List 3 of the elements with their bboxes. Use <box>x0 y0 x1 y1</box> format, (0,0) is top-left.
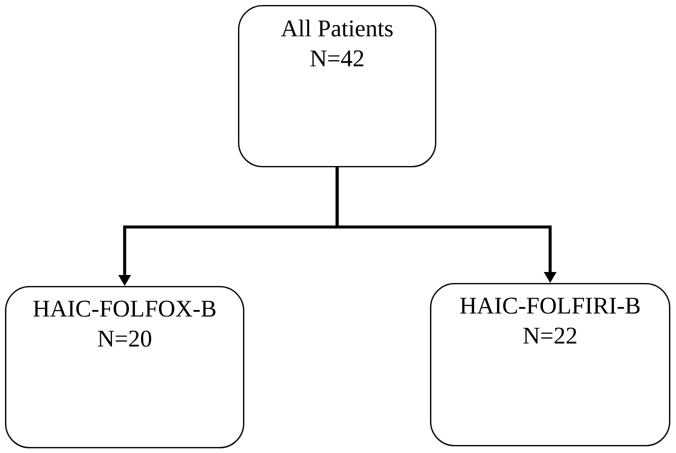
process-box: All Patients N=42 <box>238 5 436 168</box>
process-box: HAIC-FOLFOX-B N=20 <box>5 286 244 448</box>
process-box: HAIC-FOLFIRI-B N=22 <box>430 283 670 446</box>
